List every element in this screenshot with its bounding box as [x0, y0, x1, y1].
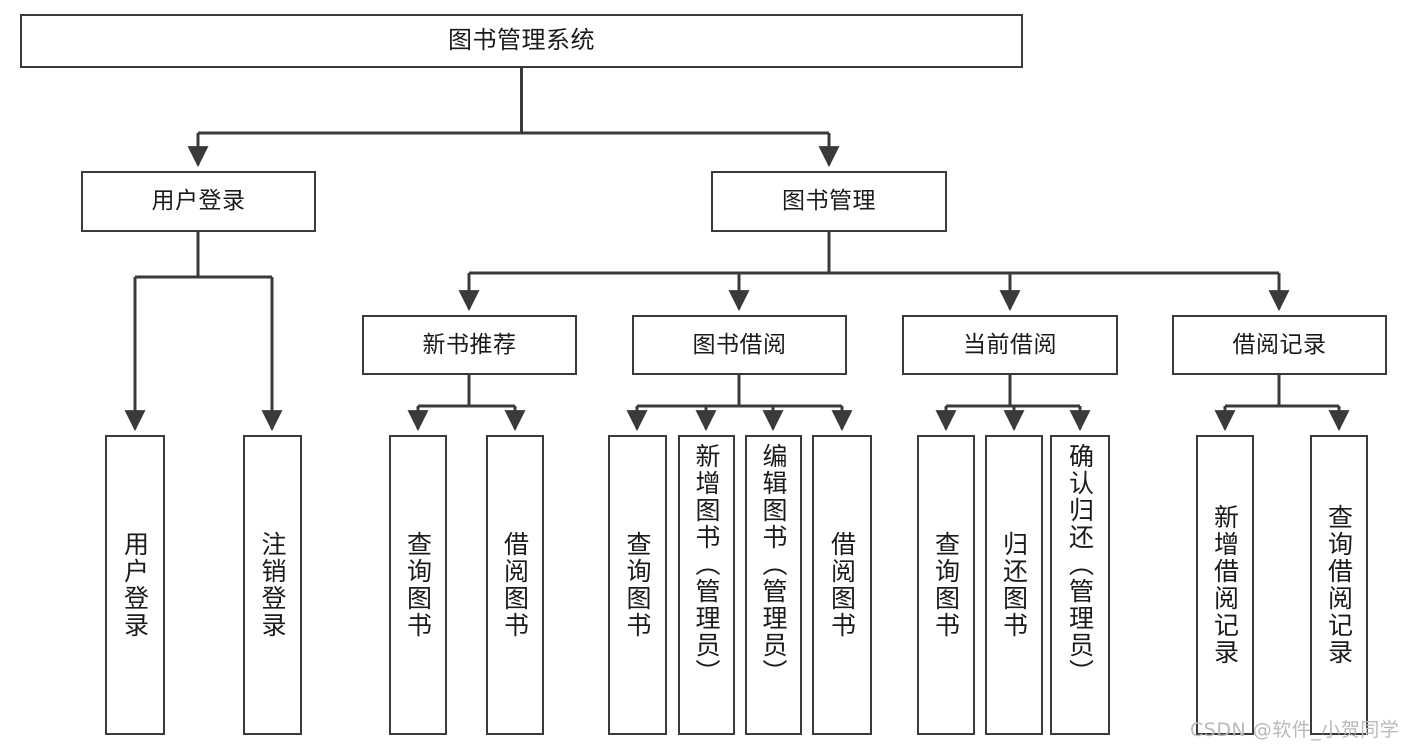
node-leaf-user-logout[interactable]: 注销登录	[243, 435, 302, 735]
node-new-book-recommend-label: 新书推荐	[422, 331, 517, 358]
node-leaf-add-record-label: 新增借阅记录	[1210, 504, 1240, 666]
node-leaf-borrow-book-2[interactable]: 借阅图书	[812, 435, 872, 735]
node-leaf-query-book-3-label: 查询图书	[931, 531, 961, 639]
node-borrow-record-label: 借阅记录	[1232, 331, 1327, 358]
node-user-login[interactable]: 用户登录	[81, 171, 316, 232]
node-leaf-user-login-label: 用户登录	[120, 531, 150, 639]
node-book-manage-label: 图书管理	[782, 188, 876, 215]
node-book-manage[interactable]: 图书管理	[711, 171, 947, 232]
node-book-borrow[interactable]: 图书借阅	[632, 315, 847, 375]
node-leaf-query-book-2[interactable]: 查询图书	[608, 435, 667, 735]
node-leaf-query-book-1-label: 查询图书	[403, 531, 433, 639]
node-leaf-add-record[interactable]: 新增借阅记录	[1196, 435, 1254, 735]
node-leaf-return-book-label: 归还图书	[999, 531, 1029, 639]
node-leaf-query-book-3[interactable]: 查询图书	[917, 435, 975, 735]
node-leaf-query-record-label: 查询借阅记录	[1324, 504, 1354, 666]
node-leaf-query-record[interactable]: 查询借阅记录	[1310, 435, 1368, 735]
node-leaf-borrow-book-1-label: 借阅图书	[500, 531, 530, 639]
node-leaf-query-book-2-label: 查询图书	[623, 531, 652, 639]
node-borrow-record[interactable]: 借阅记录	[1172, 315, 1387, 375]
node-leaf-borrow-book-2-label: 借阅图书	[827, 531, 857, 639]
node-leaf-add-book[interactable]: 新增图书（管理员）	[678, 435, 735, 735]
node-leaf-edit-book[interactable]: 编辑图书（管理员）	[745, 435, 802, 735]
node-book-borrow-label: 图书借阅	[692, 331, 787, 358]
node-leaf-query-book-1[interactable]: 查询图书	[389, 435, 447, 735]
node-leaf-borrow-book-1[interactable]: 借阅图书	[486, 435, 544, 735]
node-leaf-confirm-return[interactable]: 确认归还（管理员）	[1050, 435, 1110, 735]
node-root[interactable]: 图书管理系统	[20, 14, 1023, 68]
node-leaf-user-login[interactable]: 用户登录	[105, 435, 165, 735]
node-leaf-edit-book-label: 编辑图书（管理员）	[759, 443, 788, 686]
node-current-borrow-label: 当前借阅	[963, 331, 1057, 358]
node-current-borrow[interactable]: 当前借阅	[902, 315, 1118, 375]
node-leaf-confirm-return-label: 确认归还（管理员）	[1065, 443, 1095, 686]
node-root-label: 图书管理系统	[448, 26, 595, 55]
node-leaf-return-book[interactable]: 归还图书	[985, 435, 1043, 735]
node-leaf-add-book-label: 新增图书（管理员）	[692, 443, 721, 686]
node-new-book-recommend[interactable]: 新书推荐	[362, 315, 577, 375]
node-user-login-label: 用户登录	[151, 188, 246, 215]
node-leaf-user-logout-label: 注销登录	[258, 531, 287, 639]
csdn-watermark: CSDN @软件_小贺同学	[1190, 719, 1400, 741]
